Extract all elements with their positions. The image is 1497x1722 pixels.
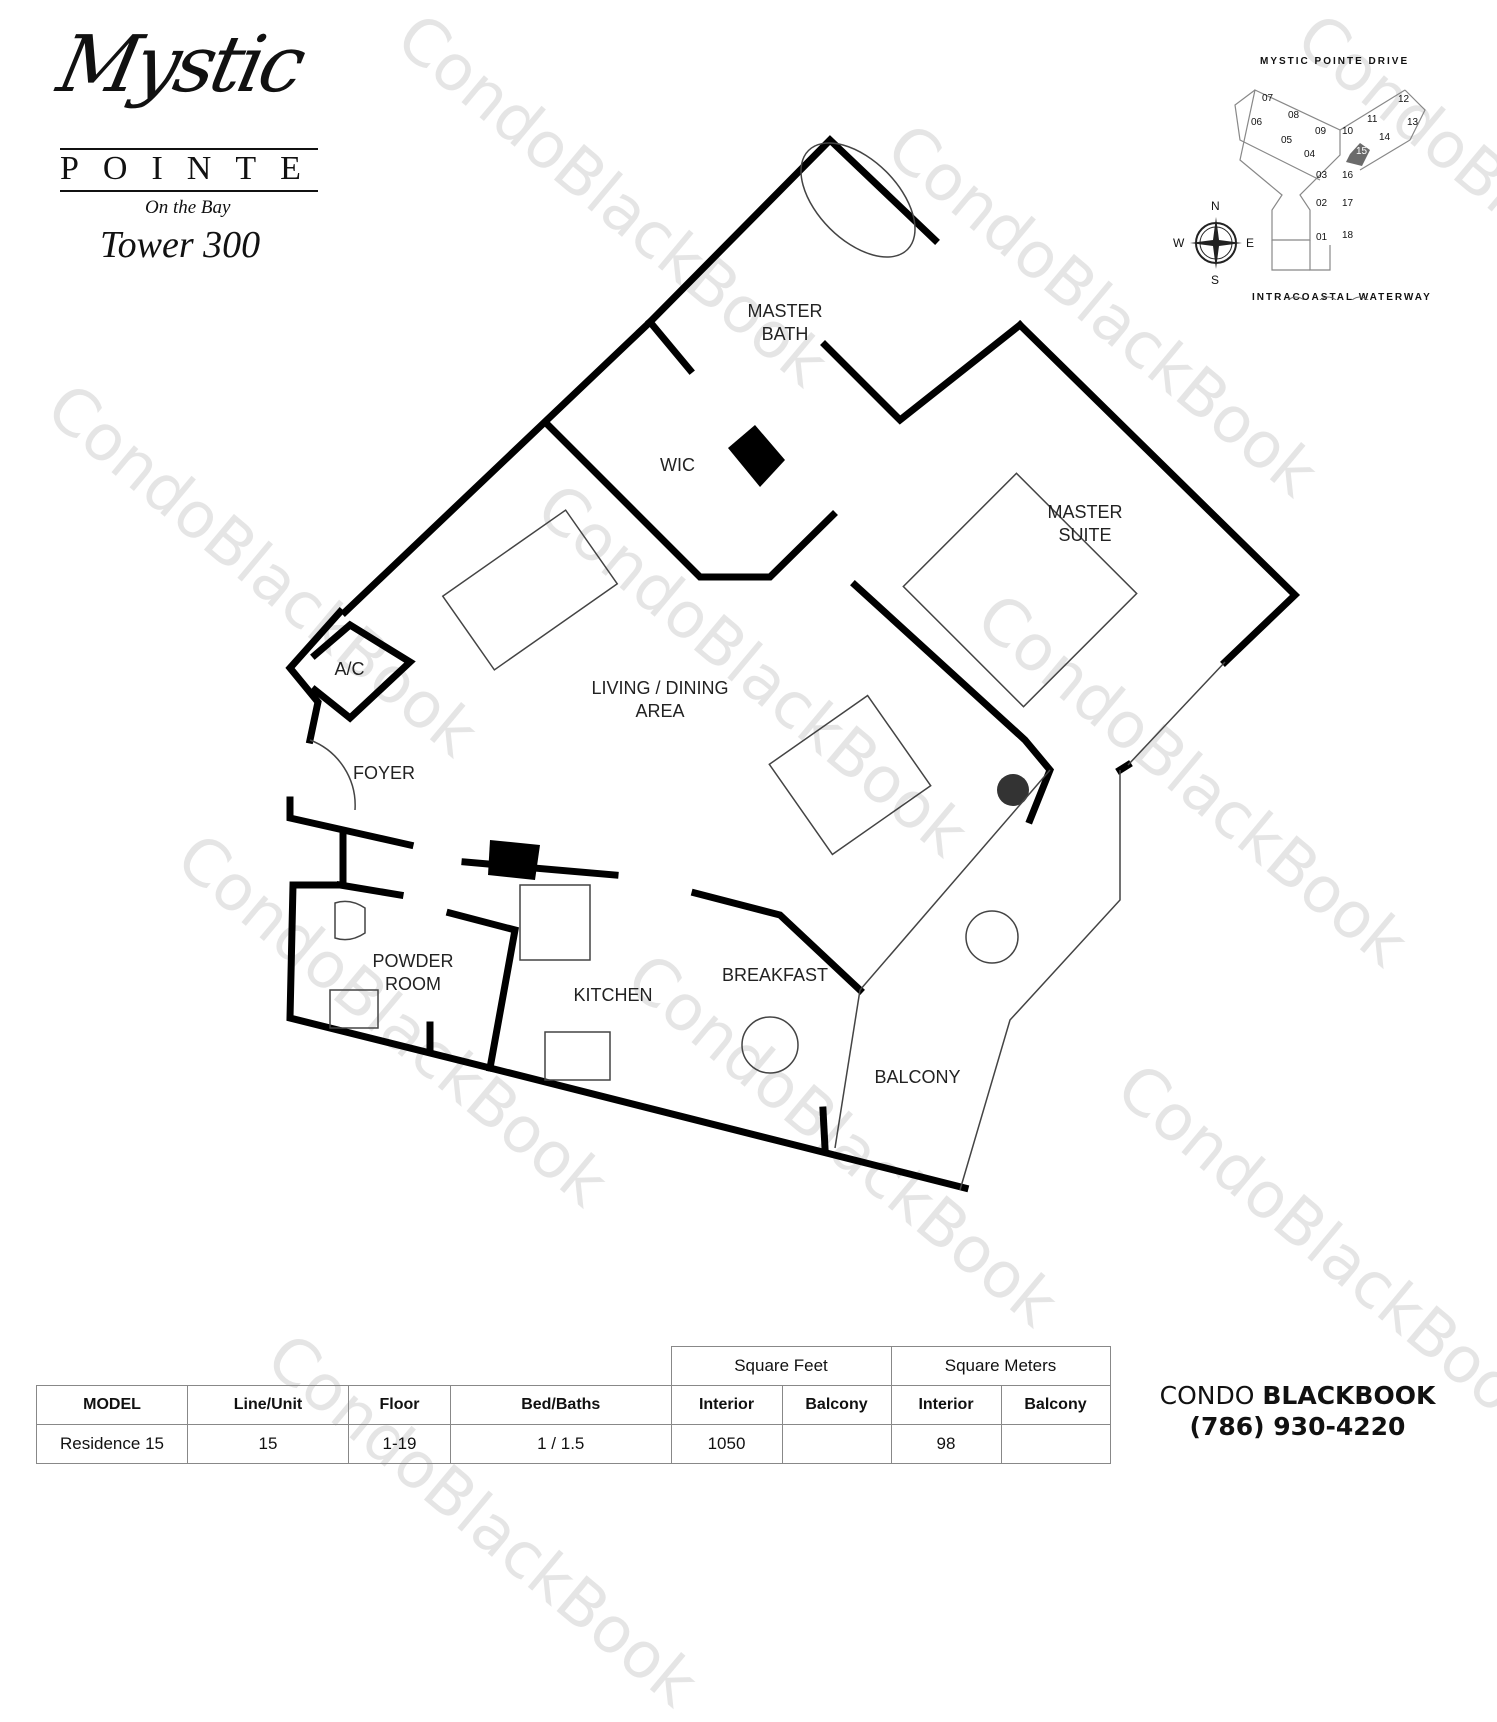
room-ac: A/C xyxy=(334,659,365,679)
cell-bed-baths: 1 / 1.5 xyxy=(450,1424,672,1464)
table-row: Residence 15 15 1-19 1 / 1.5 1050 98 xyxy=(36,1424,1111,1464)
room-kitchen: KITCHEN xyxy=(573,985,653,1005)
key-plan-top-label: MYSTIC POINTE DRIVE xyxy=(1260,56,1410,67)
compass-e: E xyxy=(1246,236,1255,250)
header-bed-baths: Bed/Baths xyxy=(450,1385,672,1425)
logo-tower: Tower 300 xyxy=(100,224,261,266)
room-balcony: BALCONY xyxy=(874,1067,961,1087)
room-foyer: FOYER xyxy=(352,763,415,783)
header-sqm-balcony: Balcony xyxy=(1000,1385,1111,1425)
header-floor: Floor xyxy=(348,1385,451,1425)
cell-sqm-interior: 98 xyxy=(890,1424,1002,1464)
header-sqm-interior: Interior xyxy=(890,1385,1002,1425)
unit-15: 15 xyxy=(1356,146,1368,157)
cell-sqft-interior: 1050 xyxy=(670,1424,783,1464)
room-living-dining: LIVING / DINING AREA xyxy=(591,678,729,721)
unit-17: 17 xyxy=(1342,198,1354,209)
header-sqft-balcony: Balcony xyxy=(781,1385,892,1425)
room-breakfast: BREAKFAST xyxy=(721,965,829,985)
unit-08: 08 xyxy=(1288,110,1300,121)
brand-phone[interactable]: (786) 930-4220 xyxy=(1189,1412,1406,1441)
brand-name-light: CONDO xyxy=(1159,1381,1263,1410)
room-master-suite: MASTER SUITE xyxy=(1047,502,1123,545)
compass-n: N xyxy=(1211,199,1220,213)
logo-rule xyxy=(60,148,318,150)
unit-01: 01 xyxy=(1316,232,1328,243)
cell-sqm-balcony xyxy=(1000,1424,1111,1464)
unit-04: 04 xyxy=(1304,149,1316,160)
unit-12: 12 xyxy=(1398,94,1410,105)
unit-details-table: Square Feet Square Meters MODEL Line/Uni… xyxy=(36,1346,1111,1464)
unit-02: 02 xyxy=(1316,198,1328,209)
group-header-square-feet: Square Feet xyxy=(670,1346,892,1386)
floor-plan xyxy=(285,135,1301,1193)
compass-rose-icon xyxy=(1190,217,1242,269)
unit-05: 05 xyxy=(1281,135,1293,146)
cell-sqft-balcony xyxy=(781,1424,892,1464)
cell-line-unit: 15 xyxy=(187,1424,349,1464)
cell-model: Residence 15 xyxy=(36,1424,188,1464)
highlighted-unit xyxy=(1346,143,1370,166)
unit-11: 11 xyxy=(1367,114,1378,125)
compass-s: S xyxy=(1211,273,1220,287)
walls xyxy=(285,135,1301,1193)
unit-14: 14 xyxy=(1379,132,1391,143)
room-master-bath: MASTER BATH xyxy=(747,301,823,344)
unit-13: 13 xyxy=(1407,117,1419,128)
room-wic: WIC xyxy=(660,455,695,475)
header-sqft-interior: Interior xyxy=(670,1385,783,1425)
unit-18: 18 xyxy=(1342,230,1354,241)
unit-03: 03 xyxy=(1316,170,1328,181)
logo-rule xyxy=(60,190,318,192)
header-model: MODEL xyxy=(36,1385,188,1425)
condo-blackbook-brand: CONDO BLACKBOOK (786) 930-4220 xyxy=(1120,1380,1475,1442)
unit-10: 10 xyxy=(1342,126,1354,137)
key-plan-drawing xyxy=(1234,89,1426,300)
group-header-square-meters: Square Meters xyxy=(890,1346,1111,1386)
cell-floor: 1-19 xyxy=(348,1424,451,1464)
header-line-unit: Line/Unit xyxy=(187,1385,349,1425)
unit-06: 06 xyxy=(1251,117,1263,128)
logo-sub: POINTE xyxy=(60,150,325,187)
unit-09: 09 xyxy=(1315,126,1327,137)
unit-16: 16 xyxy=(1342,170,1354,181)
room-powder: POWDER ROOM xyxy=(372,951,454,994)
key-plan-bottom-label: INTRACOASTAL WATERWAY xyxy=(1252,292,1432,303)
compass-w: W xyxy=(1173,236,1185,250)
brand-name-bold: BLACKBOOK xyxy=(1262,1381,1436,1410)
unit-07: 07 xyxy=(1262,93,1274,104)
logo-tagline: On the Bay xyxy=(145,197,231,218)
